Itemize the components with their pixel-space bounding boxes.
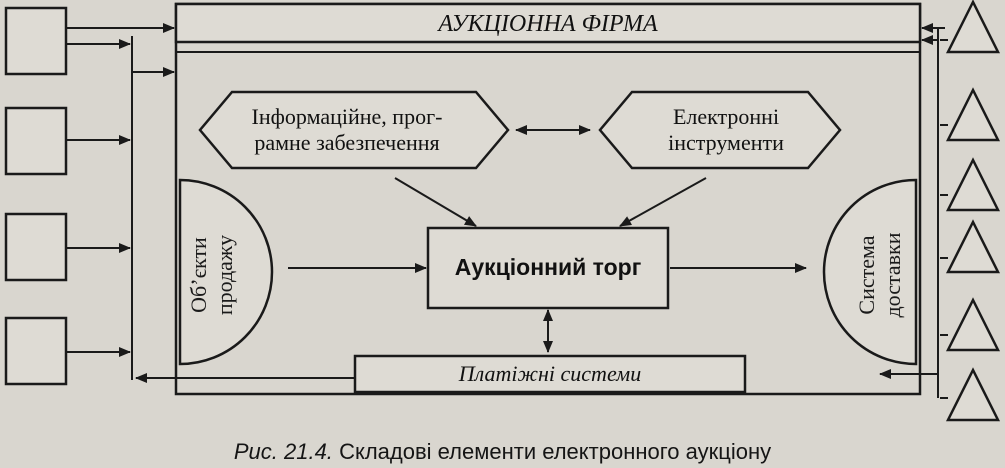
firm-title: АУКЦІОННА ФІРМА xyxy=(438,11,658,37)
delivery-label: Система доставки xyxy=(854,180,908,370)
objects-line-2: продажу xyxy=(212,234,237,316)
info-support-line-1: Інформаційне, прог- xyxy=(251,104,443,129)
seller-box-3 xyxy=(4,212,68,282)
buyer-triangle-4 xyxy=(945,219,1001,274)
tools-hexagon xyxy=(598,90,842,170)
seller-box-2 xyxy=(4,106,68,176)
delivery-semicircle xyxy=(822,178,918,366)
figure-caption: Рис. 21.4. Складові елементи електронног… xyxy=(0,437,1005,467)
buyer-triangle-2 xyxy=(945,87,1001,142)
buyer-triangle-1 xyxy=(945,0,1001,54)
buyer-triangle-6 xyxy=(945,367,1001,422)
inner-frame xyxy=(175,51,921,395)
auction-box xyxy=(426,226,670,310)
payment-box xyxy=(353,354,747,394)
info-support-label: Інформаційне, прог- рамне забезпечення xyxy=(212,104,482,158)
objects-semicircle xyxy=(178,178,274,366)
seller-box-1 xyxy=(4,6,68,76)
tools-line-2: інструменти xyxy=(668,130,784,155)
objects-line-1: Об’єкти xyxy=(186,237,211,313)
tools-label: Електронні інструменти xyxy=(636,104,816,158)
tools-line-1: Електронні xyxy=(672,104,780,129)
delivery-line-1: Система xyxy=(854,235,879,315)
info-support-hexagon xyxy=(198,90,510,170)
payment-label: Платіжні системи xyxy=(458,361,642,386)
info-support-line-2: рамне забезпечення xyxy=(254,130,440,155)
figure-caption-text: Складові елементи електронного аукціону xyxy=(339,439,772,464)
figure-number: Рис. 21.4. xyxy=(233,439,333,464)
delivery-line-2: доставки xyxy=(880,232,905,318)
title-box xyxy=(174,2,922,44)
objects-label: Об’єкти продажу xyxy=(186,180,240,370)
auction-label: Аукціонний торг xyxy=(454,254,642,280)
buyer-triangle-3 xyxy=(945,157,1001,212)
seller-box-4 xyxy=(4,316,68,386)
buyer-triangle-5 xyxy=(945,297,1001,352)
